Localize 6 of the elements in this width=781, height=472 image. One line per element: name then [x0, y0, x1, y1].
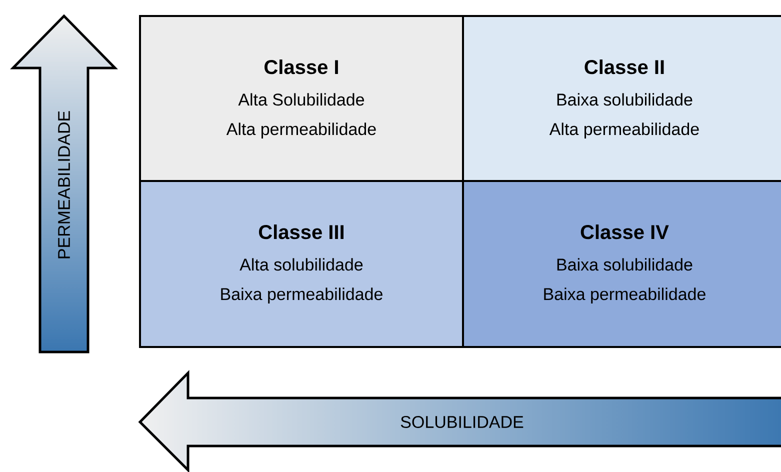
- axis-label: PERMEABILIDADE: [58, 111, 70, 258]
- class-cell: Classe II Baixa solubilidade Alta permeabilidade: [462, 15, 781, 183]
- axis-label: SOLUBILIDADE: [400, 416, 524, 428]
- class-cell: Classe IV Baixa solubilidade Baixa permeabilidade: [462, 180, 781, 348]
- class-cell: Classe III Alta solubilidade Baixa permeabilidade: [139, 180, 464, 348]
- class-cell: Classe I Alta Solubilidade Alta permeabilidade: [139, 15, 464, 183]
